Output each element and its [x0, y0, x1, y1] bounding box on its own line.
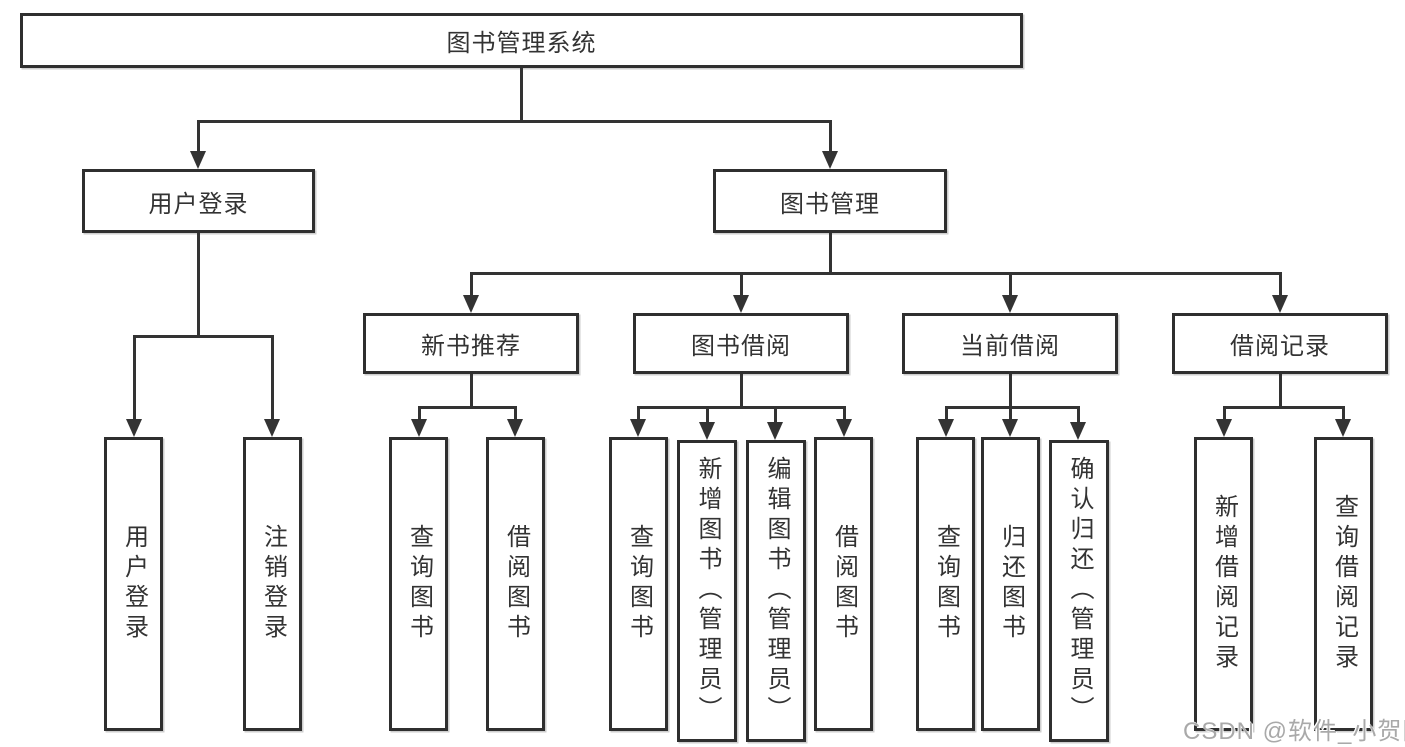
edge-new-book-stem — [470, 374, 473, 406]
edge-current-borrow-rail — [945, 406, 1080, 409]
arrow-to-bb-query-book — [630, 406, 646, 437]
leaf-logout: 注销登录 — [243, 437, 302, 731]
leaf-cb-confirm-return-admin: 确认归还（管理员） — [1049, 440, 1109, 742]
edge-new-book-rail — [418, 406, 517, 409]
arrow-to-bb-borrow-book — [836, 406, 852, 437]
edge-book-management-stem — [829, 233, 832, 272]
arrow-to-br-add-record — [1216, 406, 1232, 437]
node-borrow-records: 借阅记录 — [1172, 313, 1388, 374]
edge-level2-rail — [197, 120, 832, 123]
leaf-br-query-record: 查询借阅记录 — [1314, 437, 1373, 731]
arrow-to-user-login — [190, 120, 206, 169]
node-new-book-recommend: 新书推荐 — [363, 313, 579, 374]
edge-borrow-records-stem — [1279, 374, 1282, 406]
arrow-to-cb-query-book — [938, 406, 954, 437]
edge-level3-rail — [470, 272, 1282, 275]
edge-user-login-stem — [197, 233, 200, 335]
arrow-to-bb-edit-book — [767, 406, 783, 440]
arrow-to-current-borrow — [1002, 272, 1018, 313]
leaf-br-add-record: 新增借阅记录 — [1194, 437, 1253, 731]
arrow-to-borrow-records — [1272, 272, 1288, 313]
arrow-to-leaf-logout — [264, 335, 280, 437]
node-book-management: 图书管理 — [713, 169, 947, 233]
edge-current-borrow-stem — [1009, 374, 1012, 406]
arrow-to-bb-add-book — [699, 406, 715, 440]
arrow-to-book-management — [822, 120, 838, 169]
arrow-to-nb-query-book — [411, 406, 427, 437]
leaf-bb-add-book-admin: 新增图书（管理员） — [677, 440, 737, 742]
edge-root-stem — [520, 68, 523, 120]
edge-book-borrow-rail — [637, 406, 846, 409]
arrow-to-book-borrow — [733, 272, 749, 313]
arrow-to-br-query-record — [1335, 406, 1351, 437]
arrow-to-leaf-user-login — [126, 335, 142, 437]
edge-book-borrow-stem — [740, 374, 743, 406]
edge-borrow-records-rail — [1223, 406, 1345, 409]
arrow-to-new-book-recommend — [463, 272, 479, 313]
arrow-to-cb-return-book — [1002, 406, 1018, 437]
leaf-nb-query-book: 查询图书 — [389, 437, 448, 731]
node-current-borrow: 当前借阅 — [902, 313, 1118, 374]
leaf-bb-borrow-book: 借阅图书 — [814, 437, 873, 731]
edge-user-login-rail — [133, 335, 274, 338]
node-user-login: 用户登录 — [82, 169, 315, 233]
leaf-cb-query-book: 查询图书 — [916, 437, 975, 731]
leaf-bb-query-book: 查询图书 — [609, 437, 668, 731]
leaf-bb-edit-book-admin: 编辑图书（管理员） — [746, 440, 806, 742]
node-book-borrow: 图书借阅 — [633, 313, 849, 374]
arrow-to-nb-borrow-book — [507, 406, 523, 437]
watermark: CSDN @软件_小贺同学 — [1183, 718, 1405, 745]
leaf-cb-return-book: 归还图书 — [981, 437, 1040, 731]
leaf-nb-borrow-book: 借阅图书 — [486, 437, 545, 731]
leaf-user-login: 用户登录 — [104, 437, 163, 731]
node-library-system: 图书管理系统 — [20, 13, 1023, 68]
arrow-to-cb-confirm-return — [1070, 406, 1086, 440]
